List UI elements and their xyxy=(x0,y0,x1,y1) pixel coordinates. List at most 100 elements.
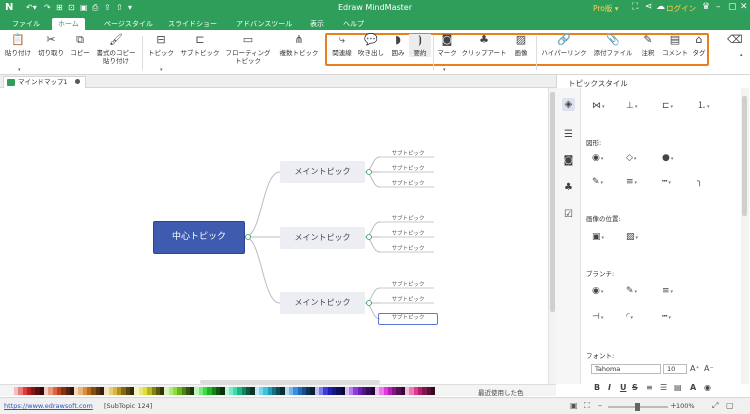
branch-dash-icon[interactable]: ┅▾ xyxy=(662,312,671,322)
align-icon[interactable]: ≡ xyxy=(646,383,653,392)
tab-page-style[interactable]: ページスタイル xyxy=(104,20,153,28)
panel-scrollbar-thumb[interactable] xyxy=(742,96,747,216)
color-swatch[interactable] xyxy=(250,387,255,395)
color-swatch[interactable] xyxy=(211,387,216,395)
task-panel-icon[interactable]: ☑ xyxy=(564,209,573,220)
color-swatch[interactable] xyxy=(327,387,332,395)
tab-slideshow[interactable]: スライドショー xyxy=(168,20,217,28)
color-swatch[interactable] xyxy=(362,387,367,395)
cloud-icon[interactable]: ☁ xyxy=(656,2,665,12)
color-swatch[interactable] xyxy=(177,387,182,395)
color-swatch[interactable] xyxy=(224,387,229,395)
color-swatch[interactable] xyxy=(151,387,156,395)
color-swatch[interactable] xyxy=(181,387,186,395)
relation-line-button[interactable]: ⤷関連線 xyxy=(329,34,355,58)
color-swatch[interactable] xyxy=(237,387,242,395)
color-swatch[interactable] xyxy=(383,387,388,395)
color-swatch[interactable] xyxy=(271,387,277,395)
layout-icon[interactable]: ⋈▾ xyxy=(592,101,605,111)
color-swatch[interactable] xyxy=(396,387,401,395)
topic-button[interactable]: ⊟トピック xyxy=(146,34,176,58)
color-swatch[interactable] xyxy=(314,387,320,395)
color-swatch[interactable] xyxy=(134,387,139,395)
color-swatch[interactable] xyxy=(164,387,169,395)
color-swatch[interactable] xyxy=(39,387,45,395)
color-swatch[interactable] xyxy=(125,387,131,395)
subtopic-node[interactable]: サブトピック xyxy=(391,297,425,303)
color-swatch[interactable] xyxy=(379,387,384,395)
color-swatch[interactable] xyxy=(289,387,294,395)
color-swatch[interactable] xyxy=(26,387,32,395)
fill-bucket-icon[interactable]: ◉▾ xyxy=(592,153,604,163)
shadow-icon[interactable]: ●▾ xyxy=(662,153,674,163)
attachment-button[interactable]: 📎添付ファイル xyxy=(590,34,636,58)
color-swatch[interactable] xyxy=(387,387,393,395)
color-swatch[interactable] xyxy=(130,387,135,395)
color-swatch[interactable] xyxy=(430,387,436,395)
color-swatch[interactable] xyxy=(155,387,161,395)
italic-icon[interactable]: I xyxy=(608,383,611,392)
outline-list-icon[interactable]: ☰ xyxy=(564,129,573,140)
fit-page-icon[interactable]: ▣ xyxy=(570,401,578,410)
font-grow-icon[interactable]: A⁺ xyxy=(690,364,700,373)
image-align-icon[interactable]: ▨▾ xyxy=(626,232,639,242)
color-swatch[interactable] xyxy=(61,387,66,395)
subtopic-node[interactable]: サブトピック xyxy=(391,231,425,237)
color-swatch[interactable] xyxy=(48,387,53,395)
scrollbar-thumb[interactable] xyxy=(550,92,555,312)
subtopic-button[interactable]: ⊏サブトピック xyxy=(178,34,222,58)
clipart-button[interactable]: ♣クリップアート xyxy=(460,34,508,58)
color-swatch[interactable] xyxy=(319,387,324,395)
font-family-select[interactable]: Tahoma xyxy=(591,364,661,374)
fit-width-icon[interactable]: ⤢ xyxy=(712,401,719,410)
color-swatch[interactable] xyxy=(147,387,152,395)
panel-scrollbar[interactable] xyxy=(741,88,749,384)
color-swatch[interactable] xyxy=(426,387,431,395)
format-painter-button[interactable]: 🖌書式のコピー貼り付け xyxy=(94,34,138,66)
export-icon[interactable]: ⇪ xyxy=(104,3,111,12)
color-swatch[interactable] xyxy=(263,387,268,395)
color-swatch[interactable] xyxy=(207,387,212,395)
document-tab[interactable]: マインドマップ1 xyxy=(3,76,86,88)
redo-icon[interactable]: ↷ xyxy=(44,3,51,12)
tab-file[interactable]: ファイル xyxy=(12,20,40,28)
line-spacing-icon[interactable]: ☰ xyxy=(660,383,668,392)
color-swatch[interactable] xyxy=(185,387,191,395)
color-swatch[interactable] xyxy=(331,387,337,395)
bold-icon[interactable]: B xyxy=(594,383,601,392)
mindmap-canvas[interactable] xyxy=(0,88,548,384)
color-swatch[interactable] xyxy=(344,387,350,395)
undo-icon[interactable]: ↶▾ xyxy=(26,3,37,12)
color-swatch[interactable] xyxy=(14,387,19,395)
color-swatch[interactable] xyxy=(87,387,92,395)
zoom-out-icon[interactable]: – xyxy=(598,401,602,410)
shape-select-icon[interactable]: ◇▾ xyxy=(626,153,637,163)
color-swatch[interactable] xyxy=(267,387,272,395)
font-size-select[interactable]: 10 xyxy=(663,364,687,374)
subtopic-node[interactable]: サブトピック xyxy=(391,181,425,187)
color-swatch[interactable] xyxy=(82,387,88,395)
color-swatch[interactable] xyxy=(353,387,358,395)
mark-panel-icon[interactable]: ◙ xyxy=(563,155,574,166)
mark-button[interactable]: ◙マーク xyxy=(436,34,458,58)
color-swatch[interactable] xyxy=(198,387,204,395)
color-swatch[interactable] xyxy=(56,387,62,395)
color-swatch[interactable] xyxy=(405,387,410,395)
central-topic-node[interactable]: 中心トピック xyxy=(153,221,245,254)
color-swatch[interactable] xyxy=(254,387,259,395)
main-topic-node[interactable]: メイントピック xyxy=(280,161,365,183)
print-icon[interactable]: ⎙ xyxy=(92,3,99,12)
share-link-icon[interactable]: ⋖ xyxy=(645,2,653,12)
underline-icon[interactable]: U xyxy=(620,383,627,392)
color-swatch[interactable] xyxy=(112,387,118,395)
zoom-slider[interactable] xyxy=(608,403,668,411)
color-swatch[interactable] xyxy=(91,387,96,395)
branch-color-icon[interactable]: ✎▾ xyxy=(626,286,638,296)
login-button[interactable]: ログイン xyxy=(666,4,696,13)
branch-weight-icon[interactable]: ≡▾ xyxy=(662,286,674,296)
color-swatch[interactable] xyxy=(108,387,113,395)
minimize-icon[interactable]: – xyxy=(716,2,721,12)
tab-help[interactable]: ヘルプ xyxy=(343,20,364,28)
color-swatch[interactable] xyxy=(190,387,195,395)
color-swatch[interactable] xyxy=(35,387,40,395)
